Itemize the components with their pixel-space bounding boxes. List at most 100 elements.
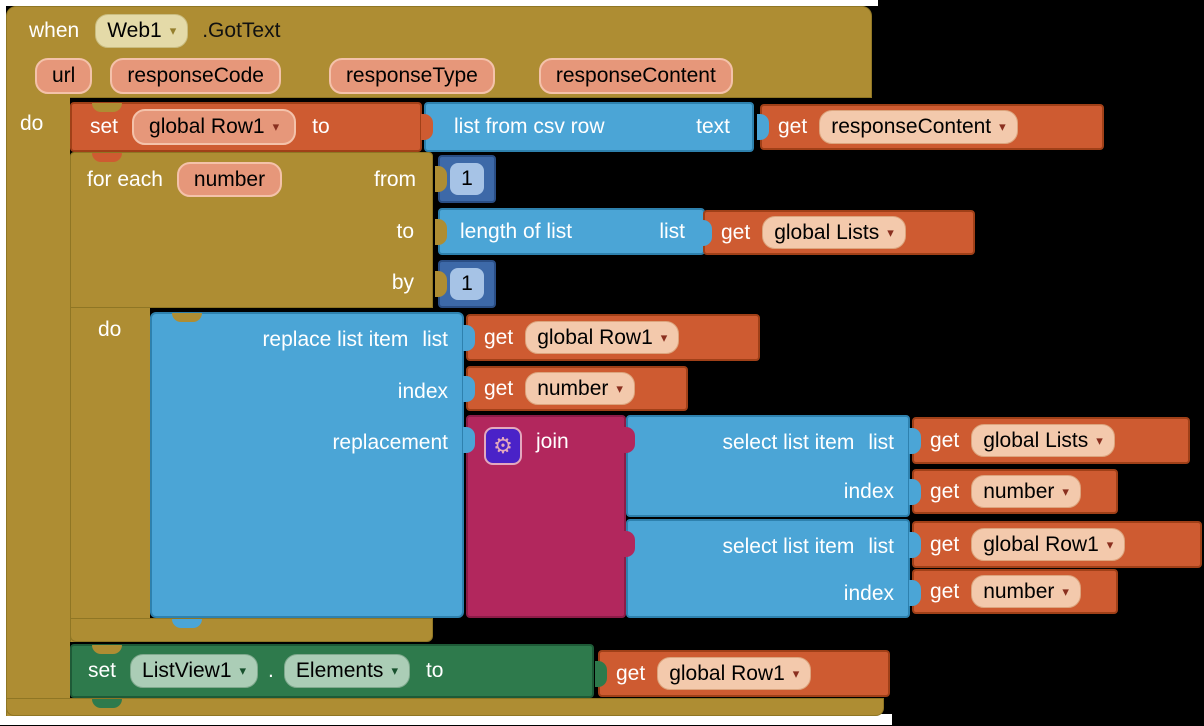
socket-tab xyxy=(435,166,447,192)
get-number-block[interactable]: get number ▾ xyxy=(912,569,1118,614)
list-from-csv-row-block[interactable]: list from csv row text xyxy=(424,102,754,152)
for-each-spine xyxy=(70,308,150,642)
event-param-pill-responsetype[interactable]: responseType xyxy=(328,58,495,94)
component-dropdown-label: ListView1 xyxy=(142,659,232,683)
when-web1-gottext-block[interactable]: when Web1 ▾ .GotText url responseCode re… xyxy=(6,6,872,98)
set-keyword: set xyxy=(90,115,119,138)
variable-dropdown-label: number xyxy=(537,376,609,400)
property-dropdown-elements[interactable]: Elements ▾ xyxy=(283,654,410,688)
list-socket-label: list xyxy=(868,534,894,558)
dropdown-arrow-icon: ▾ xyxy=(1062,483,1069,499)
length-of-list-block[interactable]: length of list list xyxy=(438,208,705,255)
get-keyword: get xyxy=(484,376,514,400)
dropdown-arrow-icon: ▾ xyxy=(887,224,894,240)
statement-notch xyxy=(92,153,122,162)
get-global-lists-block[interactable]: get global Lists ▾ xyxy=(912,417,1190,464)
select-list-item-label: select list item xyxy=(722,534,855,558)
socket-tab xyxy=(909,479,921,505)
get-keyword: get xyxy=(484,325,514,349)
dropdown-arrow-icon: ▾ xyxy=(169,23,177,39)
variable-dropdown-global-lists[interactable]: global Lists ▾ xyxy=(971,423,1115,458)
dot-separator: . xyxy=(268,659,274,682)
by-keyword: by xyxy=(391,270,414,294)
socket-tab xyxy=(909,428,921,454)
join-block[interactable]: ⚙ join xyxy=(466,415,626,618)
when-block-bottom-arm xyxy=(6,698,884,716)
statement-notch xyxy=(172,619,202,628)
event-param-pill-responsecontent[interactable]: responseContent xyxy=(538,58,733,94)
for-each-do-label: do xyxy=(98,318,122,341)
outline-bottom xyxy=(0,714,892,725)
dropdown-arrow-icon: ▾ xyxy=(999,119,1006,135)
get-keyword: get xyxy=(778,115,808,138)
variable-dropdown-global-row1[interactable]: global Row1 ▾ xyxy=(971,527,1126,562)
dropdown-arrow-icon: ▾ xyxy=(272,119,280,135)
outline-left xyxy=(0,0,6,720)
from-keyword: from xyxy=(374,167,416,191)
variable-dropdown-number[interactable]: number ▾ xyxy=(971,474,1081,509)
get-keyword: get xyxy=(930,579,960,603)
outline-top xyxy=(0,0,878,6)
statement-notch xyxy=(92,699,122,708)
select-list-item-block-1[interactable]: select list item list index xyxy=(626,415,910,517)
select-list-item-block-2[interactable]: select list item list index xyxy=(626,519,910,618)
index-socket-label: index xyxy=(843,582,894,605)
socket-tab xyxy=(595,661,607,687)
get-number-block[interactable]: get number ▾ xyxy=(466,366,688,411)
get-global-row1-block[interactable]: get global Row1 ▾ xyxy=(912,521,1202,568)
socket-tab xyxy=(421,114,433,140)
socket-tab xyxy=(623,427,635,453)
variable-dropdown-label: global Row1 xyxy=(983,532,1099,556)
statement-notch xyxy=(92,103,122,112)
component-dropdown-listview1[interactable]: ListView1 ▾ xyxy=(130,654,259,688)
get-global-row1-block[interactable]: get global Row1 ▾ xyxy=(598,650,890,697)
get-global-row1-block[interactable]: get global Row1 ▾ xyxy=(466,314,760,361)
dropdown-arrow-icon: ▾ xyxy=(1106,536,1114,552)
statement-notch xyxy=(92,645,122,654)
replace-list-item-label: replace list item xyxy=(262,328,409,351)
number-input[interactable]: 1 xyxy=(450,163,484,195)
loop-variable-pill-number[interactable]: number xyxy=(176,162,283,198)
variable-dropdown-label: number xyxy=(983,479,1055,503)
socket-tab xyxy=(463,427,475,453)
component-dropdown[interactable]: Web1 ▾ xyxy=(95,14,189,48)
variable-dropdown-global-row1[interactable]: global Row1 ▾ xyxy=(132,109,297,145)
list-socket-label: list xyxy=(868,430,894,454)
get-responsecontent-block[interactable]: get responseContent ▾ xyxy=(760,104,1104,150)
variable-dropdown-global-row1[interactable]: global Row1 ▾ xyxy=(525,320,680,355)
variable-dropdown-global-row1[interactable]: global Row1 ▾ xyxy=(657,656,812,691)
socket-tab xyxy=(700,220,712,246)
set-global-row1-block[interactable]: set global Row1 ▾ to xyxy=(70,102,422,152)
to-keyword: to xyxy=(425,659,444,682)
list-from-csv-row-label: list from csv row xyxy=(454,115,605,138)
socket-tab xyxy=(463,325,475,351)
variable-dropdown-label: number xyxy=(983,579,1055,603)
set-listview1-elements-block[interactable]: set ListView1 ▾ . Elements ▾ to xyxy=(70,644,594,698)
when-do-label: do xyxy=(20,112,44,135)
get-global-lists-block[interactable]: get global Lists ▾ xyxy=(703,210,975,255)
variable-dropdown-global-lists[interactable]: global Lists ▾ xyxy=(762,215,906,250)
length-of-list-label: length of list xyxy=(460,219,573,243)
socket-tab xyxy=(909,580,921,606)
socket-tab xyxy=(463,376,475,402)
variable-dropdown-number[interactable]: number ▾ xyxy=(971,574,1081,609)
get-keyword: get xyxy=(930,428,960,452)
select-list-item-label: select list item xyxy=(722,430,855,454)
socket-tab xyxy=(435,219,447,245)
variable-dropdown-responsecontent[interactable]: responseContent ▾ xyxy=(819,110,1018,144)
event-param-pill-url[interactable]: url xyxy=(35,58,93,94)
replace-list-item-block[interactable]: replace list item list index replacement xyxy=(150,312,464,618)
when-block-spine xyxy=(6,96,70,716)
statement-notch xyxy=(172,313,202,322)
event-param-pill-responsecode[interactable]: responseCode xyxy=(110,58,281,94)
get-keyword: get xyxy=(930,532,960,556)
variable-dropdown-label: global Lists xyxy=(983,428,1089,452)
get-number-block[interactable]: get number ▾ xyxy=(912,469,1118,514)
mutator-gear-icon[interactable]: ⚙ xyxy=(484,427,522,465)
variable-dropdown-number[interactable]: number ▾ xyxy=(525,371,635,406)
number-input[interactable]: 1 xyxy=(450,268,484,300)
gear-glyph: ⚙ xyxy=(493,433,513,458)
for-each-number-block[interactable]: for each number from to by xyxy=(70,152,433,308)
socket-tab xyxy=(757,114,769,140)
